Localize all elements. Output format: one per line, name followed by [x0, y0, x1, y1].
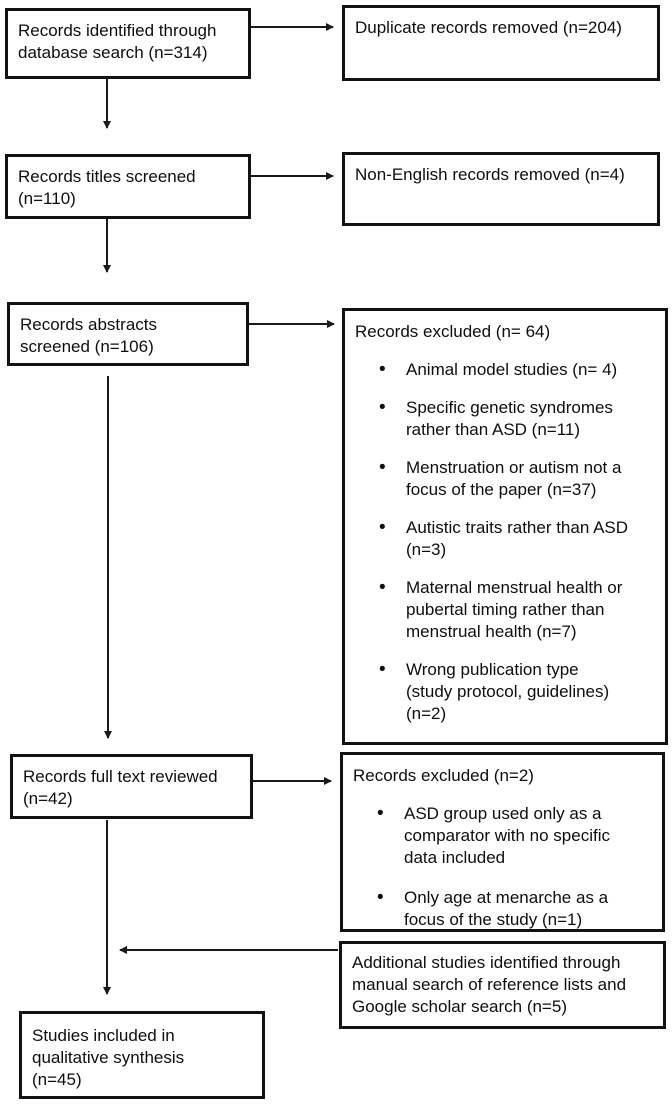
box-non-english-removed-text: Non-English records removed (n=4): [355, 165, 625, 184]
box-abstracts-screened: Records abstracts screened (n=106): [7, 302, 249, 366]
bullet-dot-icon: [379, 359, 406, 381]
bullet-item: Only age at menarche as a focus of the s…: [343, 887, 662, 931]
box-excluded-full-text: Records excluded (n=2) ASD group used on…: [340, 752, 665, 932]
bullet-item: Maternal menstrual health or pubertal ti…: [345, 577, 665, 643]
box-non-english-removed: Non-English records removed (n=4): [342, 152, 660, 226]
bullet-dot-icon: [379, 577, 406, 599]
bullet-text: Wrong publication type (study protocol, …: [406, 660, 610, 723]
box-studies-included-text: Studies included in qualitative synthesi…: [32, 1026, 185, 1089]
bullet-dot-icon: [379, 457, 406, 479]
bullet-item: Autistic traits rather than ASD (n=3): [345, 517, 665, 561]
box-full-text-reviewed-text: Records full text reviewed (n=42): [23, 767, 218, 808]
bullet-dot-icon: [377, 887, 404, 909]
box-excluded-abstracts-title: Records excluded (n= 64): [355, 322, 551, 341]
box-records-identified-text: Records identified through database sear…: [18, 21, 217, 62]
bullet-dot-icon: [379, 659, 406, 681]
box-titles-screened: Records titles screened (n=110): [5, 154, 251, 219]
bullet-item: Wrong publication type (study protocol, …: [345, 659, 665, 725]
bullet-text: Animal model studies (n= 4): [406, 360, 618, 379]
box-additional-studies: Additional studies identified through ma…: [339, 941, 666, 1029]
box-full-text-reviewed: Records full text reviewed (n=42): [10, 754, 253, 819]
bullet-dot-icon: [379, 397, 406, 419]
bullet-text: Specific genetic syndromes rather than A…: [406, 398, 613, 439]
box-studies-included: Studies included in qualitative synthesi…: [19, 1011, 265, 1099]
bullet-text: Maternal menstrual health or pubertal ti…: [406, 578, 623, 641]
box-duplicates-removed-text: Duplicate records removed (n=204): [355, 18, 622, 37]
bullet-text: ASD group used only as a comparator with…: [404, 804, 610, 867]
bullet-item: ASD group used only as a comparator with…: [343, 803, 662, 869]
box-titles-screened-text: Records titles screened (n=110): [18, 167, 196, 208]
bullet-text: Only age at menarche as a focus of the s…: [404, 888, 609, 929]
bullet-dot-icon: [377, 803, 404, 825]
box-excluded-full-text-title: Records excluded (n=2): [353, 766, 534, 785]
box-excluded-abstracts: Records excluded (n= 64) Animal model st…: [342, 308, 668, 745]
box-abstracts-screened-text: Records abstracts screened (n=106): [20, 315, 157, 356]
box-additional-studies-text: Additional studies identified through ma…: [352, 953, 627, 1016]
bullet-item: Menstruation or autism not a focus of th…: [345, 457, 665, 501]
box-records-identified: Records identified through database sear…: [5, 8, 251, 79]
bullet-item: Animal model studies (n= 4): [345, 359, 665, 381]
box-duplicates-removed: Duplicate records removed (n=204): [342, 5, 660, 81]
bullet-dot-icon: [379, 517, 406, 539]
bullet-text: Menstruation or autism not a focus of th…: [406, 458, 622, 499]
bullet-item: Specific genetic syndromes rather than A…: [345, 397, 665, 441]
bullet-text: Autistic traits rather than ASD (n=3): [406, 518, 629, 559]
